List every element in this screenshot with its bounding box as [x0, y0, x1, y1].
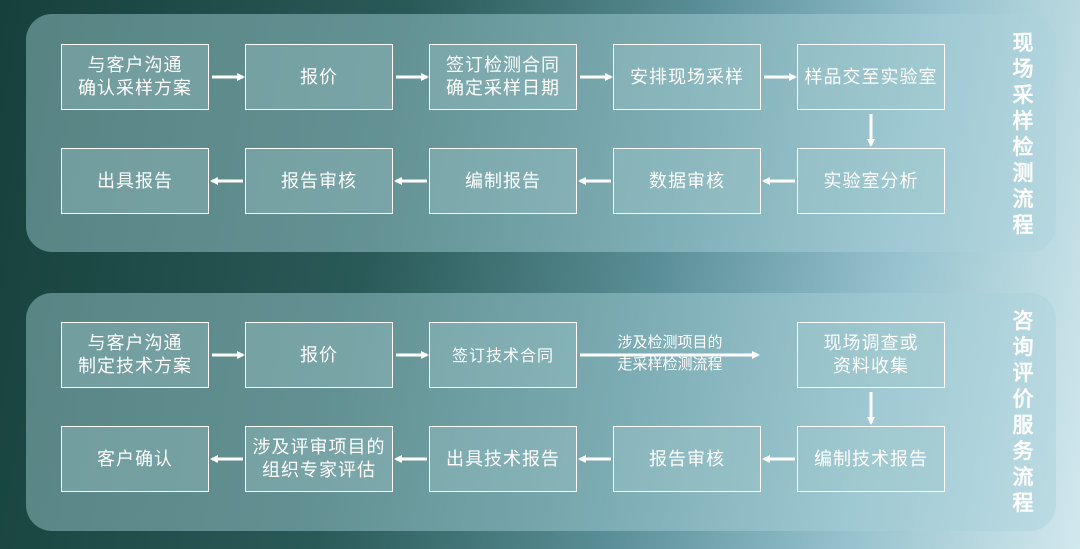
step-b9-client-confirm: 客户确认 [61, 426, 209, 492]
step-b2-quote: 报价 [245, 322, 393, 388]
step-a6-lab-analysis: 实验室分析 [797, 148, 945, 214]
step-a10-issue-report: 出具报告 [61, 148, 209, 214]
step-b4-survey: 现场调查或 资料收集 [797, 322, 945, 388]
step-a1-communicate: 与客户沟通 确认采样方案 [61, 44, 209, 110]
step-a9-report-review: 报告审核 [245, 148, 393, 214]
step-b3-contract: 签订技术合同 [429, 322, 577, 388]
step-a4-sampling: 安排现场采样 [613, 44, 761, 110]
section-a-title: 现场采样检测流程 [1012, 31, 1034, 237]
step-a3-contract: 签订检测合同 确定采样日期 [429, 44, 577, 110]
sampling-process-panel [26, 14, 1056, 252]
step-a2-quote: 报价 [245, 44, 393, 110]
step-b8-expert-review: 涉及评审项目的 组织专家评估 [245, 426, 393, 492]
step-b6-report-review: 报告审核 [613, 426, 761, 492]
step-b7-issue-report: 出具技术报告 [429, 426, 577, 492]
step-a7-data-review: 数据审核 [613, 148, 761, 214]
step-b5-compile-report: 编制技术报告 [797, 426, 945, 492]
step-a5-deliver-sample: 样品交至实验室 [797, 44, 945, 110]
branch-label: 涉及检测项目的 走采样检测流程 [617, 333, 723, 373]
step-b1-communicate: 与客户沟通 制定技术方案 [61, 322, 209, 388]
section-b-title: 咨询评价服务流程 [1012, 309, 1034, 515]
step-a8-compile-report: 编制报告 [429, 148, 577, 214]
